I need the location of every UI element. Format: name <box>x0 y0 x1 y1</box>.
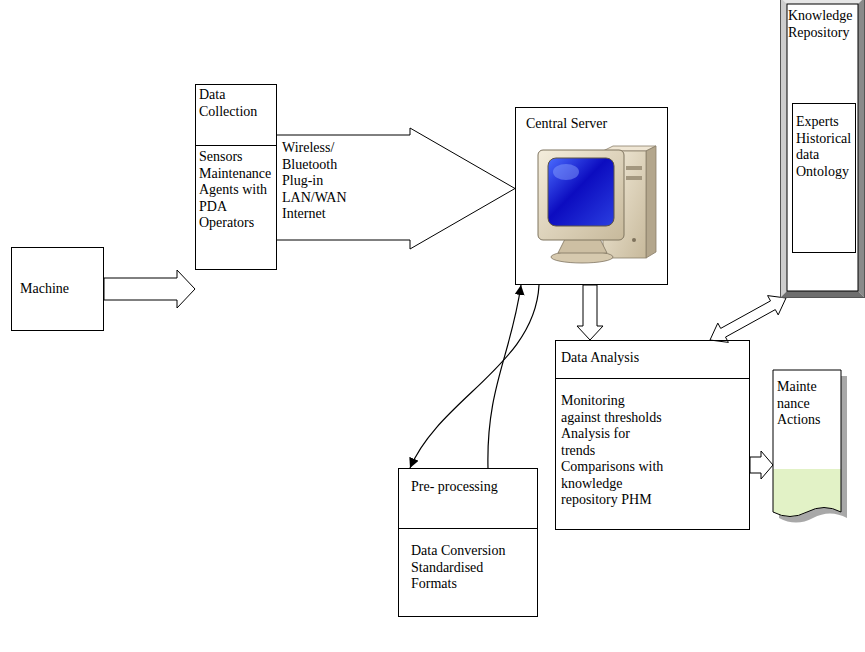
bevel-bottom <box>780 291 865 298</box>
block-arrow <box>577 285 603 340</box>
monitor-body <box>538 150 624 240</box>
node-text: Knowledge Repository <box>788 8 860 41</box>
bevel-top <box>780 0 865 4</box>
maintenance-document: Mainte nance Actions <box>773 370 841 520</box>
header-text: Pre- processing <box>411 479 525 496</box>
box-body: Monitoring against thresholds Analysis f… <box>556 379 749 529</box>
block-arrow-fill <box>277 128 515 249</box>
box-header: Data Analysis <box>556 341 749 379</box>
node-text: Central Server <box>526 116 657 133</box>
document-page <box>773 370 841 517</box>
body-text: Data Conversion Standardised Formats <box>411 543 525 593</box>
monitor-stand <box>558 239 607 253</box>
document-green-band <box>773 469 841 517</box>
box-body: Data Conversion Standardised Formats <box>399 529 537 616</box>
block-arrow <box>710 296 786 343</box>
edge-label: Wireless/ Bluetooth Plug-in LAN/WAN Inte… <box>282 140 354 223</box>
node-text: Experts Historical data Ontology <box>796 114 852 180</box>
box-body: Sensors Maintenance Agents with PDA Oper… <box>196 146 276 269</box>
data-collection-box: Data CollectionSensors Maintenance Agent… <box>195 84 277 270</box>
monitor-screen <box>548 158 614 226</box>
document-outline <box>773 370 841 517</box>
bevel-left <box>780 0 787 298</box>
bevel-outer <box>781 0 865 298</box>
knowledge-repository-frame: Knowledge RepositoryExperts Historical d… <box>780 0 865 298</box>
box-header: Data Collection <box>196 85 276 146</box>
drive-slot <box>626 176 642 180</box>
block-arrow <box>750 451 773 479</box>
body-text: Monitoring against thresholds Analysis f… <box>561 393 666 509</box>
block-arrow <box>104 270 195 308</box>
knowledge-content-box: Experts Historical data Ontology <box>792 103 856 253</box>
computer-monitor <box>538 150 624 263</box>
body-text: Sensors Maintenance Agents with PDA Oper… <box>199 149 273 232</box>
node-text: Mainte nance Actions <box>777 379 837 429</box>
header-text: Data Collection <box>199 87 273 120</box>
tower-side <box>646 146 656 258</box>
block-arrow <box>277 128 515 249</box>
pre-processing-box: Pre- processingData Conversion Standardi… <box>398 468 538 617</box>
power-button <box>632 238 636 242</box>
bevel-inner <box>787 4 858 291</box>
bevel-right <box>858 0 865 298</box>
header-text: Data Analysis <box>561 350 744 367</box>
screen-glare <box>553 164 579 180</box>
machine-box: Machine <box>11 247 104 331</box>
data-analysis-box: Data AnalysisMonitoring against threshol… <box>555 340 750 530</box>
node-text: Machine <box>20 281 95 298</box>
curved-arrow <box>488 285 521 468</box>
drive-slot <box>626 166 642 170</box>
box-header: Pre- processing <box>399 469 537 529</box>
curved-arrow <box>410 285 539 468</box>
central-server-box: Central Server <box>515 107 668 285</box>
